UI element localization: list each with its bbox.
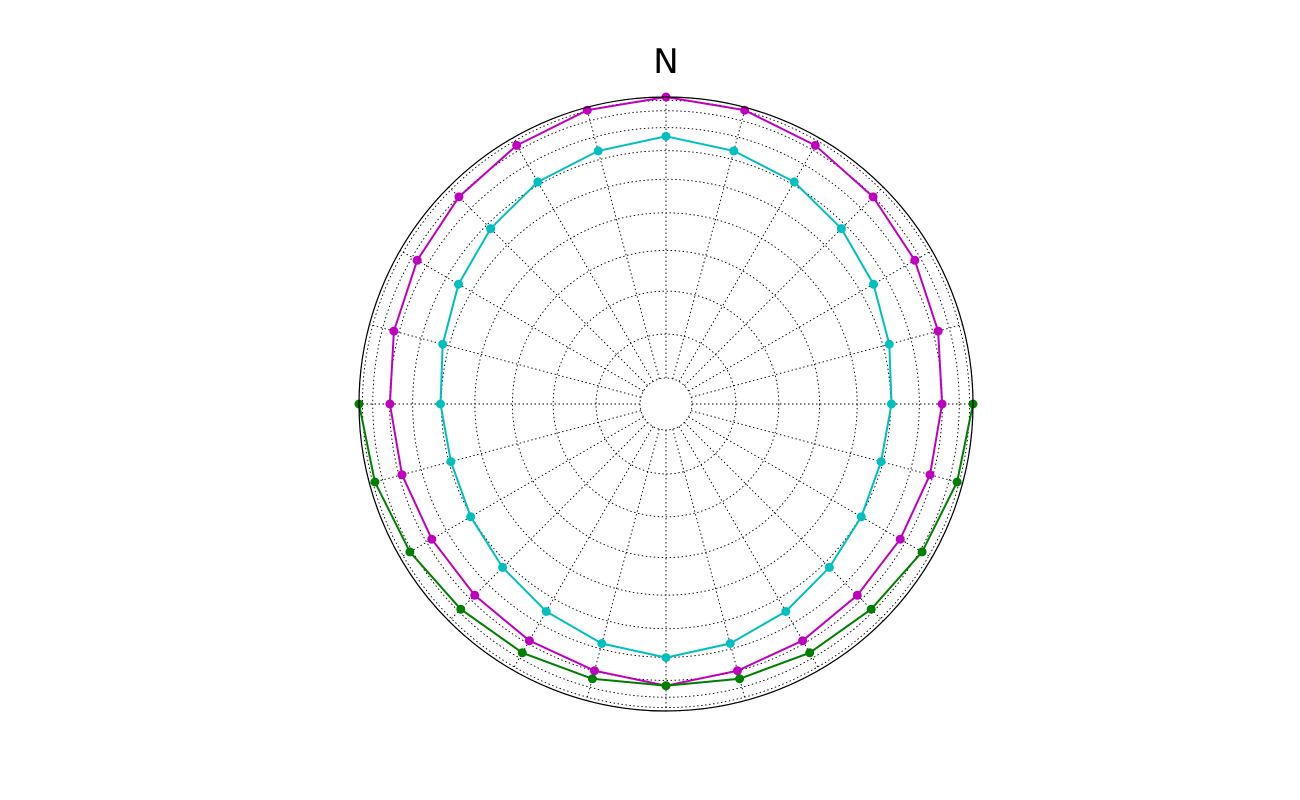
- series-1-point-4: [868, 192, 878, 202]
- series-2-point-24: [593, 146, 603, 156]
- series-1-point-19: [385, 399, 395, 409]
- series-2-point-21: [454, 279, 463, 289]
- series-1-point-20: [389, 326, 399, 336]
- series-2-point-10: [824, 562, 834, 572]
- series-2-point-13: [661, 653, 671, 663]
- series-2-point-1: [661, 131, 671, 141]
- series-1-point-18: [397, 470, 407, 480]
- series-1-point-12: [733, 666, 742, 676]
- grid-spoke: [684, 422, 884, 622]
- series-3-point-3: [917, 547, 927, 557]
- series-1-point-22: [454, 192, 464, 202]
- grid-spoke: [690, 324, 963, 398]
- grid-spoke: [448, 422, 648, 622]
- series-3-point-7: [661, 681, 671, 691]
- grid-spoke: [672, 107, 746, 380]
- series-2-point-9: [856, 512, 866, 522]
- series-3-point-9: [517, 648, 527, 658]
- series-2-point-5: [869, 279, 878, 289]
- series-2-point-22: [486, 224, 496, 234]
- series-2-point-8: [876, 457, 886, 467]
- grid-spoke: [399, 250, 644, 392]
- grid-spoke: [399, 416, 644, 558]
- grid-ring: [362, 100, 970, 708]
- grid-ring: [552, 290, 780, 518]
- series-1-point-10: [852, 590, 862, 600]
- series-2-point-11: [781, 607, 791, 616]
- series-2-point-18: [446, 457, 456, 467]
- series-1-point-7: [937, 399, 947, 409]
- series-2-point-17: [466, 512, 476, 522]
- series-2-point-20: [438, 339, 448, 349]
- grid-spoke: [586, 428, 660, 701]
- series-2-point-12: [725, 639, 735, 648]
- series-2-point-4: [836, 224, 846, 234]
- series-2-point-19: [436, 399, 445, 409]
- series-1-point-3: [810, 140, 820, 150]
- grid-spoke: [684, 186, 884, 386]
- series-3-point-12: [370, 477, 380, 487]
- grid-ring: [474, 212, 858, 596]
- grid-ring: [639, 377, 693, 431]
- grid-spoke: [672, 428, 746, 701]
- outer-ring: [358, 96, 974, 712]
- series-2-point-7: [887, 399, 896, 409]
- series-1-point-14: [590, 666, 599, 676]
- series-2-point-14: [597, 639, 607, 648]
- series-1-point-16: [470, 590, 480, 600]
- series-1-point-11: [798, 636, 808, 646]
- series-1-point-5: [910, 255, 920, 265]
- grid-spoke: [586, 107, 660, 380]
- grid-spoke: [678, 137, 820, 382]
- series-2-point-6: [884, 339, 894, 349]
- series-3-point-6: [735, 674, 745, 684]
- grid-spoke: [690, 410, 963, 484]
- series-2-point-3: [789, 177, 799, 187]
- series-3-point-4: [866, 604, 876, 614]
- series-1-point-6: [933, 326, 943, 336]
- series-1-point-9: [895, 534, 905, 544]
- series-3-point-2: [952, 477, 962, 487]
- grid-ring: [511, 249, 821, 559]
- series-3-point-8: [587, 674, 597, 684]
- series-1-point-21: [412, 255, 422, 265]
- grid-spoke: [512, 426, 654, 671]
- series-3-point-11: [405, 547, 415, 557]
- grid-spoke: [688, 250, 933, 392]
- series-2-point-2: [729, 146, 739, 156]
- grid-ring: [412, 150, 920, 658]
- series-1-point-23: [512, 140, 522, 150]
- series-2-point-15: [541, 607, 551, 616]
- grid-ring: [372, 110, 960, 698]
- series-1-point-8: [925, 470, 935, 480]
- grid-ring: [595, 333, 737, 475]
- grid-spoke: [688, 416, 933, 558]
- series-3-point-10: [456, 604, 466, 614]
- series-3-point-5: [805, 648, 815, 658]
- grid-spoke: [678, 426, 820, 671]
- grid-spoke: [369, 410, 642, 484]
- series-2-point-16: [498, 562, 508, 572]
- series-1-point-17: [427, 534, 437, 544]
- grid-spoke: [512, 137, 654, 382]
- series-layer: [354, 92, 978, 691]
- series-2-point-23: [533, 177, 543, 187]
- series-1-point-15: [524, 636, 534, 646]
- north-label: N: [653, 42, 678, 82]
- polar-grid: [358, 96, 974, 712]
- grid-spoke: [369, 324, 642, 398]
- grid-spoke: [448, 186, 648, 386]
